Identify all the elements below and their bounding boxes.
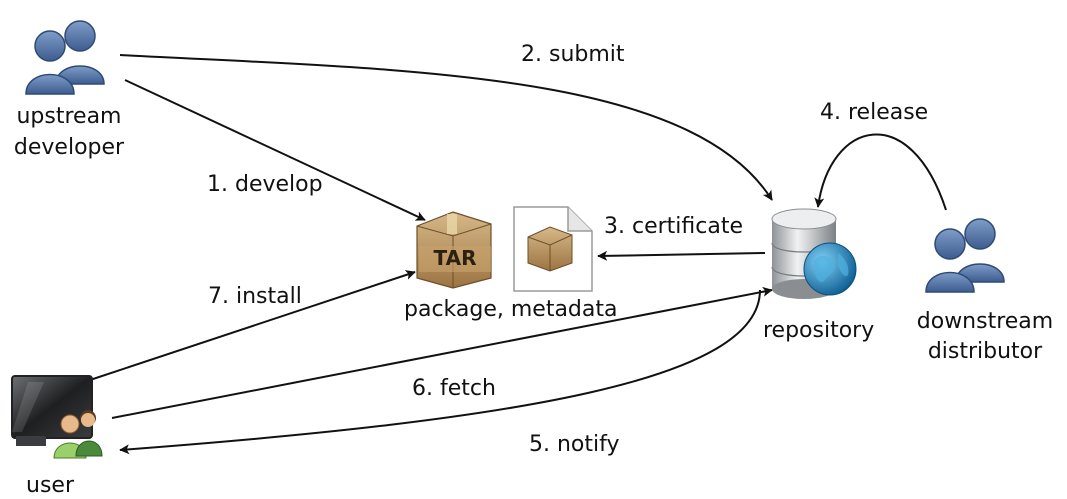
- edge-notify: [119, 289, 761, 455]
- computer-users-icon: [11, 375, 103, 459]
- package-metadata-label: package, metadata: [404, 297, 618, 322]
- edge-label-notify: 5. notify: [529, 432, 620, 457]
- edge-label-release: 4. release: [820, 100, 929, 125]
- edge-label-submit: 2. submit: [521, 42, 625, 67]
- edge-certificate: [597, 250, 766, 261]
- downstream-label-line2: distributor: [927, 339, 1043, 364]
- edge-label-develop: 1. develop: [207, 172, 323, 197]
- edge-submit: [119, 54, 773, 201]
- user-group-icon: [25, 20, 105, 95]
- upstream-developer-label: upstream developer: [8, 104, 130, 161]
- database-globe-icon: [771, 208, 857, 299]
- upstream-label-line2: developer: [13, 135, 125, 160]
- user-group-icon: [925, 218, 1005, 293]
- tar-archive-icon: TAR: [416, 211, 492, 289]
- repository-label: repository: [763, 318, 875, 343]
- upstream-label-line1: upstream: [16, 104, 122, 129]
- edge-install: [89, 270, 416, 381]
- tar-text: TAR: [434, 246, 477, 270]
- edge-label-fetch: 6. fetch: [412, 376, 496, 401]
- user-label: user: [26, 473, 74, 498]
- document-box-icon: [513, 206, 593, 292]
- downstream-label-line1: downstream: [916, 309, 1054, 334]
- edge-label-install: 7. install: [208, 284, 302, 309]
- edge-fetch: [111, 286, 773, 419]
- edge-label-certificate: 3. certificate: [604, 214, 743, 239]
- edge-develop: [124, 79, 426, 221]
- edge-release: [814, 133, 947, 211]
- downstream-distributor-label: downstream distributor: [910, 309, 1060, 365]
